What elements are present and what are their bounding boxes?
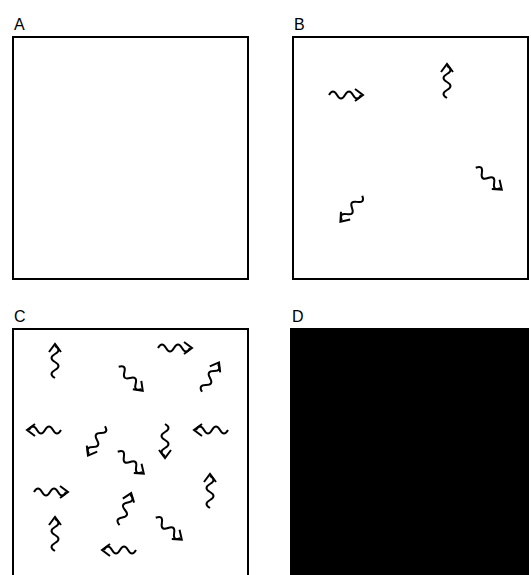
panel-frame (12, 36, 249, 280)
panel: C (12, 308, 249, 575)
panel-frame (12, 328, 249, 575)
panel-letter: D (290, 308, 529, 328)
panel-letter: C (12, 308, 249, 328)
panel: D (290, 308, 529, 575)
panel: A (12, 16, 249, 280)
panel-frame (292, 36, 529, 280)
panel-frame (290, 328, 529, 575)
panel-letter: A (12, 16, 249, 36)
panel: B (292, 16, 529, 280)
panel-letter: B (292, 16, 529, 36)
